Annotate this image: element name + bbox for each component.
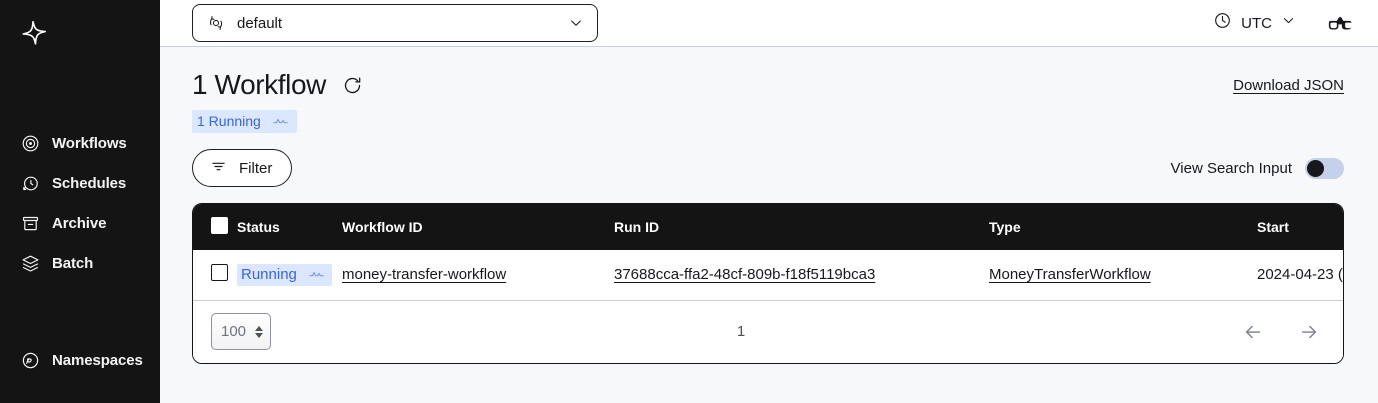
sidebar-item-label: Namespaces [52, 351, 143, 369]
view-search-input-control: View Search Input [1170, 157, 1344, 179]
title-row: 1 Workflow Download JSON [192, 69, 1378, 101]
workflow-type-link[interactable]: MoneyTransferWorkflow [989, 266, 1151, 284]
status-badge[interactable]: 1 Running [192, 110, 297, 133]
filter-icon [210, 158, 227, 179]
namespace-select[interactable]: default [192, 4, 598, 42]
stepper-down-icon[interactable] [255, 332, 263, 338]
row-type-cell: MoneyTransferWorkflow [989, 250, 1257, 301]
main-area: default UTC [160, 0, 1378, 403]
row-status-cell: Running [237, 250, 342, 301]
clock-icon [1213, 11, 1232, 35]
pagination-bar: 100 1 [193, 300, 1343, 363]
page-size-select[interactable]: 100 [211, 313, 271, 350]
controls-row: Filter View Search Input [192, 149, 1378, 187]
sidebar-item-label: Workflows [52, 134, 127, 152]
glasses-icon[interactable] [1326, 11, 1356, 35]
sidebar-item-label: Batch [52, 254, 94, 272]
sidebar-item-label: Archive [52, 214, 107, 232]
arrow-left-icon[interactable] [1241, 320, 1265, 344]
sidebar-nav-main: Workflows Schedules [0, 128, 160, 288]
topbar-right: UTC [1213, 11, 1356, 35]
sidebar-item-batch[interactable]: Batch [0, 248, 160, 278]
sidebar-item-archive[interactable]: Archive [0, 208, 160, 238]
sidebar-item-workflows[interactable]: Workflows [0, 128, 160, 158]
namespace-icon [206, 13, 226, 33]
archive-icon [20, 213, 40, 233]
table-header-row: Status Workflow ID Run ID Type Start [193, 204, 1343, 250]
pagination-arrows [1241, 320, 1321, 344]
start-time-text: 2024-04-23 ( [1257, 266, 1343, 284]
page-size-value: 100 [221, 323, 247, 340]
sidebar: Workflows Schedules [0, 0, 160, 403]
workflow-id-link[interactable]: money-transfer-workflow [342, 266, 507, 284]
filter-button-label: Filter [239, 159, 273, 177]
row-checkbox[interactable] [211, 264, 228, 282]
workflows-icon [20, 133, 40, 153]
timezone-label: UTC [1241, 14, 1272, 32]
run-id-link[interactable]: 37688cca-ffa2-48cf-809b-f18f5119bca3 [614, 266, 876, 284]
page-title: 1 Workflow [192, 69, 326, 100]
toggle-knob [1307, 159, 1324, 177]
batch-icon [20, 253, 40, 273]
column-header-type[interactable]: Type [989, 204, 1257, 250]
workflows-table: Status Workflow ID Run ID Type Start [192, 203, 1344, 364]
page-number: 1 [736, 323, 746, 340]
pulse-icon [273, 113, 288, 129]
sidebar-item-namespaces[interactable]: Namespaces [0, 345, 160, 375]
pulse-icon [309, 266, 324, 283]
sidebar-item-schedules[interactable]: Schedules [0, 168, 160, 198]
select-all-header [193, 204, 237, 250]
view-search-input-label: View Search Input [1170, 159, 1292, 177]
chevron-down-icon [567, 14, 585, 32]
page-content: 1 Workflow Download JSON 1 Running [160, 47, 1378, 403]
row-run-id-cell: 37688cca-ffa2-48cf-809b-f18f5119bca3 [614, 250, 989, 301]
stepper-arrows-icon[interactable] [255, 325, 263, 338]
topbar: default UTC [160, 0, 1378, 47]
namespace-value: default [237, 14, 283, 32]
status-badge-label: 1 Running [197, 113, 261, 129]
refresh-icon[interactable] [342, 74, 364, 96]
temporal-logo-icon[interactable] [16, 17, 50, 51]
timezone-selector[interactable]: UTC [1213, 11, 1296, 35]
row-select-cell [193, 250, 237, 301]
view-search-input-toggle[interactable] [1305, 157, 1344, 179]
download-json-link[interactable]: Download JSON [1233, 76, 1344, 94]
sidebar-item-label: Schedules [52, 174, 127, 192]
row-status-label: Running [241, 265, 297, 283]
table-body: Running money-transfer-workflow [193, 250, 1343, 301]
column-header-start[interactable]: Start [1257, 204, 1343, 250]
arrow-right-icon[interactable] [1297, 320, 1321, 344]
sidebar-nav-bottom: Namespaces [0, 345, 160, 385]
filter-button[interactable]: Filter [192, 149, 293, 187]
chevron-down-icon [1281, 13, 1296, 33]
column-header-workflow-id[interactable]: Workflow ID [342, 204, 614, 250]
row-workflow-id-cell: money-transfer-workflow [342, 250, 614, 301]
column-header-run-id[interactable]: Run ID [614, 204, 989, 250]
select-all-checkbox[interactable] [211, 217, 228, 234]
column-header-status[interactable]: Status [237, 204, 342, 250]
row-start-cell: 2024-04-23 ( [1257, 250, 1343, 301]
stepper-up-icon[interactable] [255, 325, 263, 331]
table-row[interactable]: Running money-transfer-workflow [193, 250, 1343, 301]
row-status-badge[interactable]: Running [237, 263, 332, 286]
namespaces-icon [20, 350, 40, 370]
workflows-table-element: Status Workflow ID Run ID Type Start [193, 204, 1343, 301]
table-header: Status Workflow ID Run ID Type Start [193, 204, 1343, 250]
schedules-icon [20, 173, 40, 193]
